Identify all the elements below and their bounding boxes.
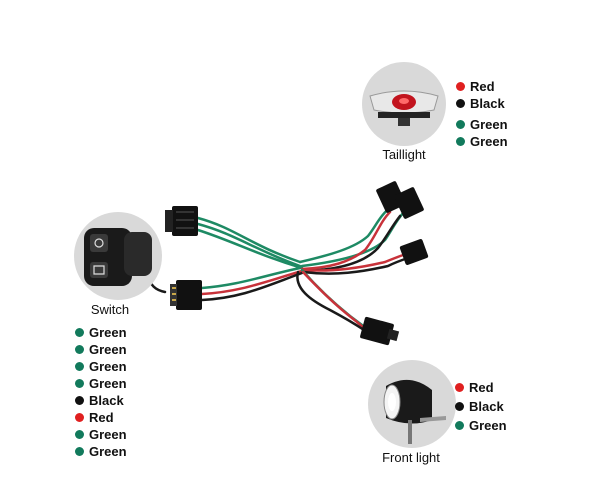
legend-label: Green [470,134,508,149]
color-dot [456,99,465,108]
color-dot [75,447,84,456]
wire-black [200,271,304,302]
legend-item: Green [75,443,127,460]
color-dot [455,421,464,430]
legend-label: Green [89,444,127,459]
legend-item: Green [75,375,127,392]
switch-caption: Switch [90,302,130,317]
wire-black [296,270,366,332]
legend-item: Green [75,426,127,443]
legend-item: Green [455,416,507,435]
legend-item: Black [456,95,508,112]
switch-image [74,212,162,300]
color-dot [75,362,84,371]
legend-item: Green [75,324,127,341]
legend-label: Black [469,399,504,414]
wire-red [300,210,392,271]
color-dot [75,430,84,439]
legend-item: Black [455,397,507,416]
legend-label: Green [89,376,127,391]
color-dot [75,345,84,354]
taillight-image [362,62,446,146]
legend-item: Green [456,133,508,150]
color-dot [456,120,465,129]
legend-item: Green [75,358,127,375]
legend-label: Green [470,117,508,132]
legend-item: Red [456,78,508,95]
wire-red [200,269,304,296]
color-dot [75,413,84,422]
legend-item: Green [75,341,127,358]
color-dot [455,383,464,392]
color-dot [75,328,84,337]
legend-label: Green [89,325,127,340]
legend-label: Black [89,393,124,408]
wire-green [200,266,302,290]
legend-item: Black [75,392,127,409]
color-dot [456,137,465,146]
wire-green [196,216,302,264]
color-dot [75,396,84,405]
taillight-legend: Red Black Green Green [456,78,508,150]
legend-item: Red [455,378,507,397]
connector-top-left [165,206,198,236]
connector-taillight [376,181,424,219]
connector-front-light [399,239,429,265]
wire-black [301,256,410,275]
color-dot [75,379,84,388]
legend-label: Green [89,359,127,374]
wire-red [301,270,370,334]
legend-label: Red [469,380,494,395]
wire-red [301,252,408,272]
legend-label: Red [89,410,114,425]
taillight-caption: Taillight [382,147,426,162]
legend-label: Green [89,342,127,357]
color-dot [456,82,465,91]
connector-bottom [360,316,400,346]
legend-item: Green [456,116,508,133]
legend-label: Black [470,96,505,111]
legend-label: Red [470,79,495,94]
wire-green [196,222,302,268]
front-light-caption: Front light [382,450,440,465]
front-light-legend: Red Black Green [455,378,507,435]
connector-bottom-left [170,280,202,310]
legend-label: Green [469,418,507,433]
switch-legend: Green Green Green Green Black Red Green … [75,324,127,460]
legend-item: Red [75,409,127,426]
front-light-image [368,360,456,448]
wire-green [298,204,394,264]
wire-black [301,214,402,273]
wire-green [196,228,304,270]
color-dot [455,402,464,411]
legend-label: Green [89,427,127,442]
